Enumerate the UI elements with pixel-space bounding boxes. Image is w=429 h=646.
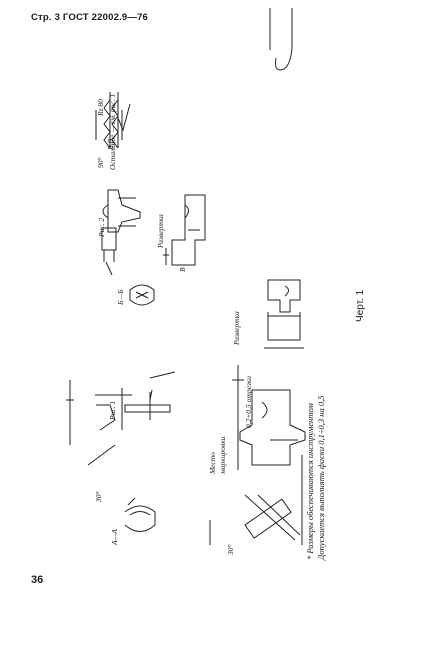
label-view-v: В xyxy=(178,267,187,272)
section-aa-detail xyxy=(124,497,156,532)
label-ris1: Рис. 1 xyxy=(108,400,117,420)
fig1-plan-view xyxy=(232,365,306,470)
label-angle-30a: 30° xyxy=(94,491,103,503)
label-ostalnoe: Остальное — см. рис. 1 xyxy=(108,93,117,170)
label-razvertka-2: Развертка xyxy=(156,214,165,248)
page-header: Стр. 3 ГОСТ 22002.9—76 xyxy=(31,12,149,23)
label-roughness: Rz 80 xyxy=(96,99,105,116)
label-mesto-1: Место xyxy=(208,452,217,474)
section-bb-detail xyxy=(129,284,155,306)
fig1-razvertka xyxy=(264,279,304,349)
figure-label: Черт. 1 xyxy=(355,289,366,322)
roughness-symbol xyxy=(117,103,131,132)
chamfer-detail xyxy=(209,494,301,545)
label-angle-90: 90° xyxy=(96,157,105,169)
fig2-razvertka xyxy=(163,194,206,266)
label-angle-30b: 30° xyxy=(226,544,235,556)
binding-curve xyxy=(275,8,293,71)
label-dim-formula: 0,2+0,5 отрезки xyxy=(244,375,253,428)
label-razvertka-1: Развертка xyxy=(232,311,241,345)
page-number: 36 xyxy=(31,574,44,586)
fig1-side-view xyxy=(66,371,176,466)
footnote-line-2: Допускается выполнять фаски 0,1÷0,3 на 0… xyxy=(316,395,326,560)
label-mesto-2: маркировки xyxy=(218,436,227,474)
fig2-lug-assembled xyxy=(101,189,141,276)
label-section-bb: Б—Б xyxy=(116,289,125,305)
label-ris2: Рис. 2 xyxy=(97,217,106,237)
footnote-line-1: * Размеры обеспечиваются инструментом xyxy=(305,403,315,560)
label-section-aa: А—А xyxy=(110,529,119,545)
serrated-section xyxy=(95,92,123,149)
